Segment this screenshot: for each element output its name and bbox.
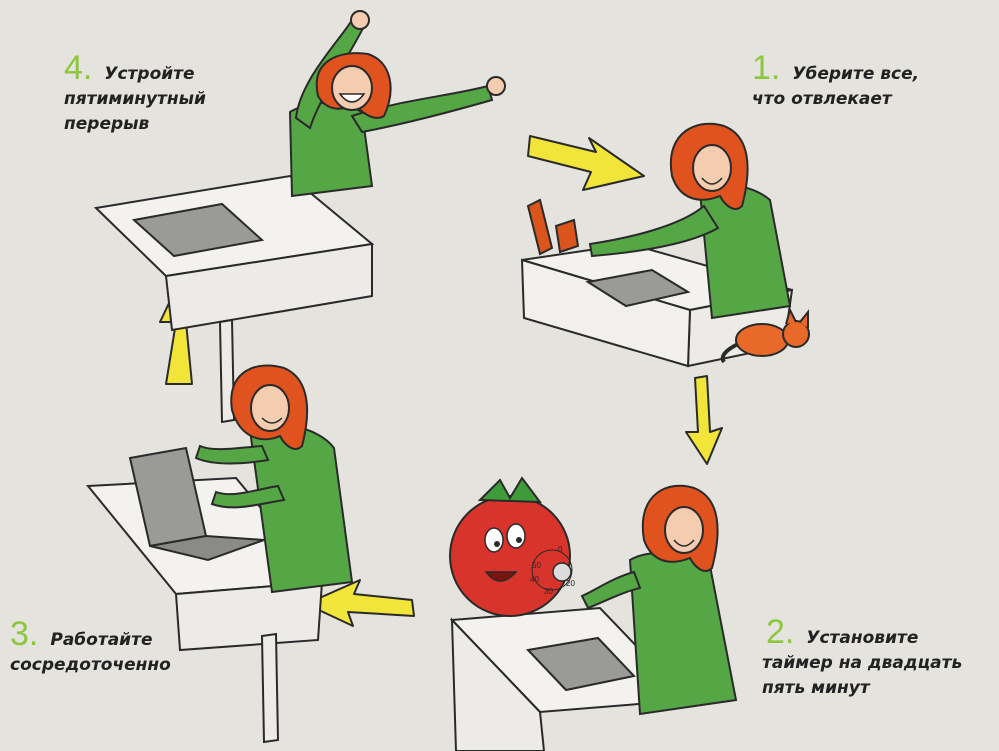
desk-front [176,582,322,650]
desk-leg [262,634,278,742]
caption-step-3: 3.Работайте сосредоточенно [10,622,171,678]
timer-dial-30: 30 [544,587,553,596]
step-dot: . [771,49,780,87]
caption-step-1-line-2: что отвлекает [752,87,919,112]
step-dot: . [29,615,38,653]
caption-step-3-line-2: сосредоточенно [10,653,171,678]
timer-dial-50: 50 [532,561,541,570]
caption-step-2-line-1: 2.Установите [762,620,962,651]
step-dot: . [785,613,794,651]
caption-step-4-line-1: 4.Устройте [64,56,206,87]
step-text: Установите [806,628,918,648]
timer-dial-40: 40 [530,575,539,584]
step-text: Уберите все, [792,64,919,84]
caption-step-1-line-1: 1.Уберите все, [752,56,919,87]
caption-step-2: 2.Установите таймер на двадцать пять мин… [762,620,962,701]
step-2-number: 2. [766,613,794,651]
caption-step-4-line-3: перерыв [64,112,206,137]
step-number-text: 4 [64,49,83,87]
step-number-text: 2 [766,613,785,651]
face [251,385,289,431]
fist-right [487,77,505,95]
step-number-text: 3 [10,615,29,653]
step-text: Устройте [104,64,194,84]
step-dot: . [83,49,92,87]
step-3-number: 3. [10,615,38,653]
step-1-number: 1. [752,49,780,87]
caption-step-4: 4.Устройте пятиминутный перерыв [64,56,206,137]
caption-step-2-line-2: таймер на двадцать [762,651,962,676]
arm [196,446,268,464]
step-number-text: 1 [752,49,771,87]
timer-dial-20: 20 [566,579,575,588]
timer-dial-0: 0 [558,545,563,554]
face [332,66,372,110]
caption-step-3-line-1: 3.Работайте [10,622,171,653]
caption-step-4-line-2: пятиминутный [64,87,206,112]
cup-icon [556,220,578,252]
fist-left [351,11,369,29]
step-text: Работайте [50,630,152,650]
caption-step-1: 1.Уберите все, что отвлекает [752,56,919,112]
caption-step-2-line-3: пять минут [762,676,962,701]
step-4-number: 4. [64,49,92,87]
